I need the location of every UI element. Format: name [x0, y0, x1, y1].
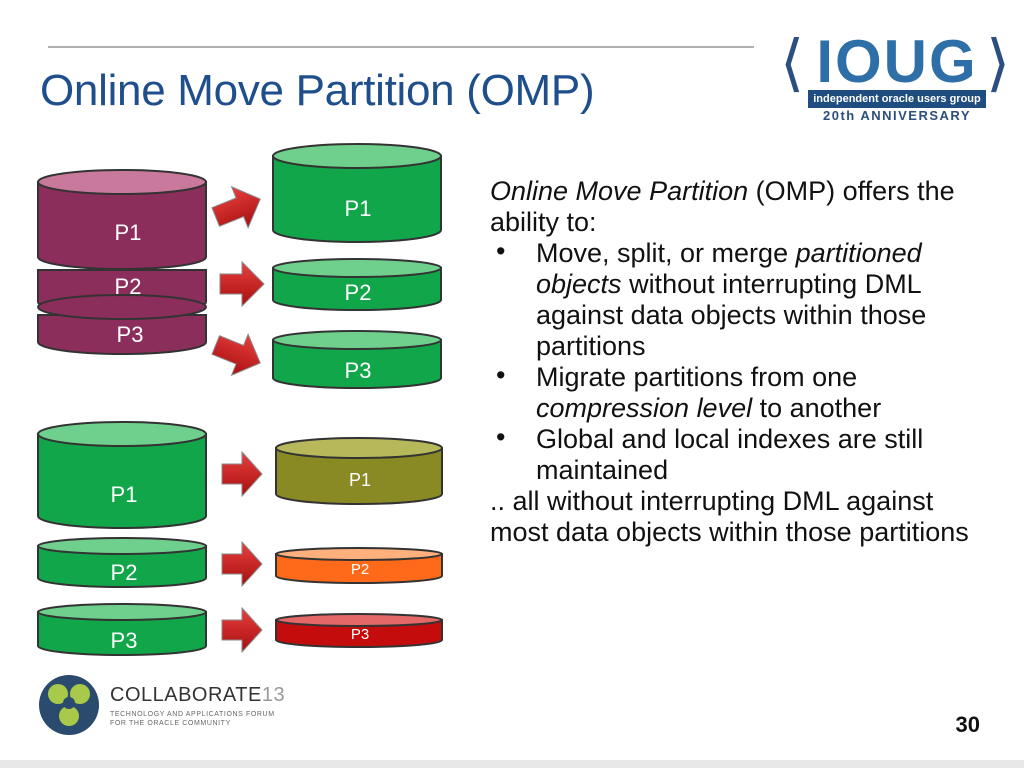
bottom-arrow-3: [221, 606, 263, 654]
ioug-left-bracket: ⟨: [780, 26, 805, 99]
bullet-dot-1: •: [496, 236, 506, 266]
bottom-target-p3: P3: [275, 613, 443, 648]
bullet-2-text-a: Migrate partitions from one: [536, 362, 858, 392]
collaborate-word: COLLABORATE: [110, 684, 262, 706]
top-target-p3: P3: [272, 330, 442, 389]
ioug-logo: ⟨ IOUG ⟩ independent oracle users group …: [780, 30, 1010, 125]
top-target-label-3: P3: [345, 358, 372, 383]
ioug-wordmark: IOUG: [816, 28, 978, 95]
slide-body-text: Online Move Partition (OMP) offers the a…: [490, 176, 990, 548]
collaborate-logo: COLLABORATE13 TECHNOLOGY AND APPLICATION…: [36, 672, 306, 740]
bottom-source-label-2: P2: [111, 560, 138, 585]
top-target-label-2: P2: [345, 280, 372, 305]
bottom-target-label-1: P1: [349, 470, 371, 490]
top-source-label-3: P3: [117, 322, 144, 347]
top-source-p3-top: [37, 294, 207, 320]
top-arrow-3: [211, 333, 261, 377]
ioug-anniversary: 20th ANNIVERSARY: [822, 108, 971, 123]
top-source-label-1: P1: [115, 220, 142, 245]
top-source-p3-body: [37, 314, 207, 355]
bottom-target-label-2: P2: [351, 561, 369, 578]
intro-emphasis: Online Move Partition: [490, 176, 749, 206]
top-arrow-2: [219, 260, 265, 308]
top-target-p1: P1: [272, 143, 442, 243]
collaborate-name: COLLABORATE13: [110, 684, 285, 707]
bullet-1-text-a: Move, split, or merge: [536, 238, 796, 268]
top-arrow-1: [211, 185, 261, 229]
slide-title: Online Move Partition (OMP): [40, 66, 595, 115]
bottom-arrow-2: [221, 540, 263, 588]
top-target-p2: P2: [272, 258, 442, 311]
top-source-p1-top: [37, 169, 207, 195]
bullet-dot-2: •: [496, 360, 506, 390]
bullet-3: • Global and local indexes are still main…: [490, 422, 990, 486]
bottom-source-label-1: P1: [111, 482, 138, 507]
bottom-target-p1: P1: [275, 437, 443, 505]
bullet-dot-3: •: [496, 422, 506, 452]
partition-diagram: P1 P2 P3 P1 P2 P3 P1 P2 P3: [37, 143, 443, 656]
bottom-target-label-3: P3: [351, 626, 369, 643]
intro-paragraph: Online Move Partition (OMP) offers the a…: [490, 176, 990, 238]
top-rule: [48, 46, 754, 48]
top-target-label-1: P1: [345, 196, 372, 221]
page-number: 30: [955, 712, 980, 737]
bullet-1: • Move, split, or merge partitioned objec…: [490, 236, 990, 362]
bottom-band: [0, 760, 1024, 768]
top-source-stack: P1 P2 P3: [37, 169, 207, 355]
bottom-arrow-1: [221, 450, 263, 498]
closing-paragraph: .. all without interrupting DML against …: [490, 486, 969, 547]
collaborate-emblem-icon: [39, 675, 99, 735]
top-source-label-2: P2: [115, 274, 142, 299]
bottom-target-p2: P2: [275, 547, 443, 584]
ioug-right-bracket: ⟩: [986, 26, 1011, 99]
bullet-2: • Migrate partitions from one compression…: [490, 360, 990, 424]
bottom-source-p2: P2: [37, 537, 207, 588]
collaborate-number: 13: [261, 684, 286, 706]
collaborate-subtitle-2: FOR THE ORACLE COMMUNITY: [110, 720, 231, 727]
collaborate-subtitle-1: TECHNOLOGY AND APPLICATIONS FORUM: [110, 711, 275, 718]
ioug-tagline: independent oracle users group: [808, 90, 986, 108]
bullet-1-emphasis: partitioned objects: [536, 238, 922, 299]
bullet-1-text-b: without interrupting DML against data ob…: [536, 269, 927, 361]
bottom-source-p1: P1: [37, 421, 207, 529]
collaborate-subtitle: TECHNOLOGY AND APPLICATIONS FORUM FOR TH…: [110, 710, 310, 728]
bullet-2-text-b: to another: [752, 393, 882, 423]
intro-rest: (OMP) offers the ability to:: [490, 176, 955, 237]
bottom-source-label-3: P3: [111, 628, 138, 653]
bullet-3-text: Global and local indexes are still maint…: [536, 424, 924, 485]
top-source-p1-body: [37, 181, 207, 270]
bullet-2-emphasis: compression level: [536, 393, 753, 423]
bottom-source-p3: P3: [37, 603, 207, 656]
